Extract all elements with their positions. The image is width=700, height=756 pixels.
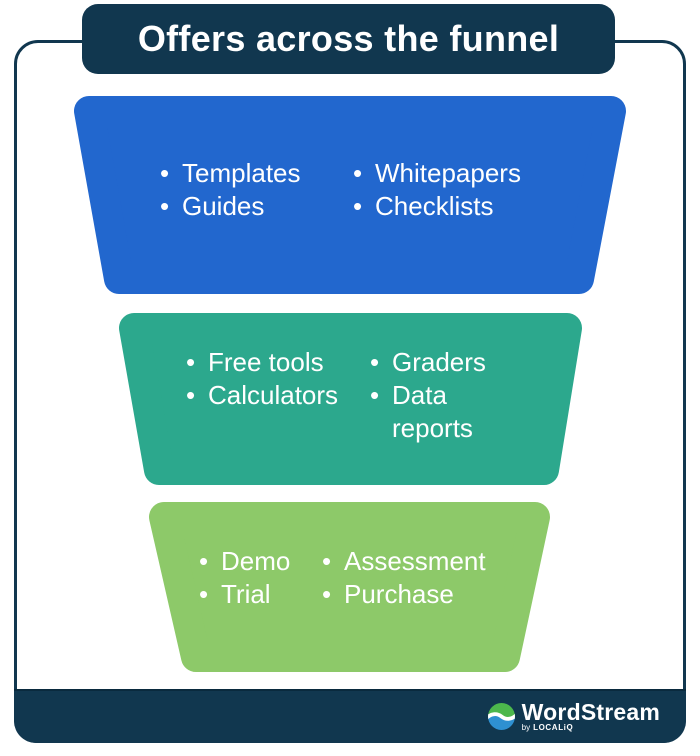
- offer-item: Trial: [197, 578, 290, 611]
- offer-item: Assessment: [320, 545, 486, 578]
- wordstream-wave-icon: [487, 702, 515, 730]
- offer-item: Checklists: [351, 190, 521, 223]
- logo-text: WordStream by LOCALiQ: [521, 698, 660, 732]
- offer-item: Guides: [158, 190, 301, 223]
- offer-list: Assessment Purchase: [320, 545, 486, 611]
- byline: by LOCALiQ: [522, 723, 660, 732]
- offer-item: Calculators: [184, 379, 338, 412]
- funnel-tier-middle: Free tools Calculators Graders Data repo…: [118, 313, 583, 485]
- offer-item: Whitepapers: [351, 157, 521, 190]
- offer-list: Graders Data reports: [368, 346, 518, 445]
- title-banner: Offers across the funnel: [82, 4, 615, 74]
- byline-by: by: [521, 722, 531, 732]
- byline-brand: LOCALiQ: [533, 722, 574, 732]
- offer-list: Templates Guides: [158, 157, 301, 223]
- offer-item: Data reports: [368, 379, 518, 445]
- funnel-trapezoid-top: [74, 96, 626, 294]
- page-title: Offers across the funnel: [137, 18, 560, 59]
- offer-list: Demo Trial: [197, 545, 290, 611]
- offer-list: Whitepapers Checklists: [351, 157, 521, 223]
- offer-list: Free tools Calculators: [184, 346, 338, 412]
- funnel-tier-bottom: Demo Trial Assessment Purchase: [148, 502, 551, 672]
- wordstream-logo: WordStream by LOCALiQ: [487, 698, 660, 732]
- trapezoid-shape-top: [74, 96, 626, 294]
- offer-item: Demo: [197, 545, 290, 578]
- footer-bar: WordStream by LOCALiQ: [14, 689, 686, 743]
- offer-item: Purchase: [320, 578, 486, 611]
- offer-item: Graders: [368, 346, 518, 379]
- offer-item: Templates: [158, 157, 301, 190]
- offer-item: Free tools: [184, 346, 338, 379]
- brand-name: WordStream: [521, 698, 660, 725]
- funnel-tier-top: Templates Guides Whitepapers Checklists: [73, 96, 627, 294]
